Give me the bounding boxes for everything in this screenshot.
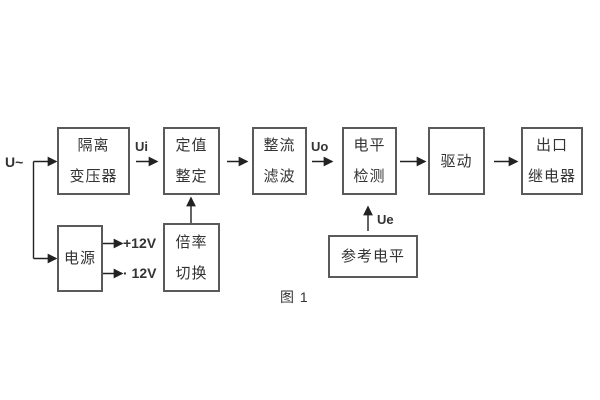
block-label-line: 倍率 [175,233,208,251]
signal-label-rail-positive: +12V [123,235,157,251]
block-setpoint-setting: 定值 整定 [163,127,220,195]
block-label-line: 检测 [353,168,386,185]
signal-label-input: U~ [5,154,24,170]
signal-label-ui: Ui [135,139,148,154]
block-label-line: 继电器 [527,168,576,185]
block-label-line: 隔离 [77,137,110,154]
block-output-relay: 出口 继电器 [521,127,583,195]
block-ratio-switching: 倍率 切换 [163,223,220,292]
block-power-supply: 电源 [57,225,103,292]
block-label-line: 电源 [63,250,96,267]
block-label-line: 整定 [175,168,208,185]
block-isolation-transformer: 隔离 变压器 [57,127,130,195]
block-label-line: 切换 [175,264,208,282]
figure-caption: 图 1 [280,289,309,305]
block-label-line: 滤波 [263,168,296,185]
block-label-line: 出口 [535,137,568,154]
block-driver: 驱动 [428,127,485,195]
block-rectifier-filter: 整流 滤波 [252,127,307,195]
block-label-line: 参考电平 [340,248,405,265]
block-reference-level: 参考电平 [328,235,418,278]
block-label-line: 电平 [353,137,386,154]
signal-label-ue: Ue [377,212,394,227]
block-level-detection: 电平 检测 [342,127,397,195]
block-label-line: 定值 [175,137,208,154]
block-label-line: 整流 [263,137,296,154]
block-label-line: 驱动 [440,152,473,170]
signal-label-rail-negative: · 12V [123,265,157,281]
signal-label-uo: Uo [311,139,329,154]
block-label-line: 变压器 [69,168,118,185]
